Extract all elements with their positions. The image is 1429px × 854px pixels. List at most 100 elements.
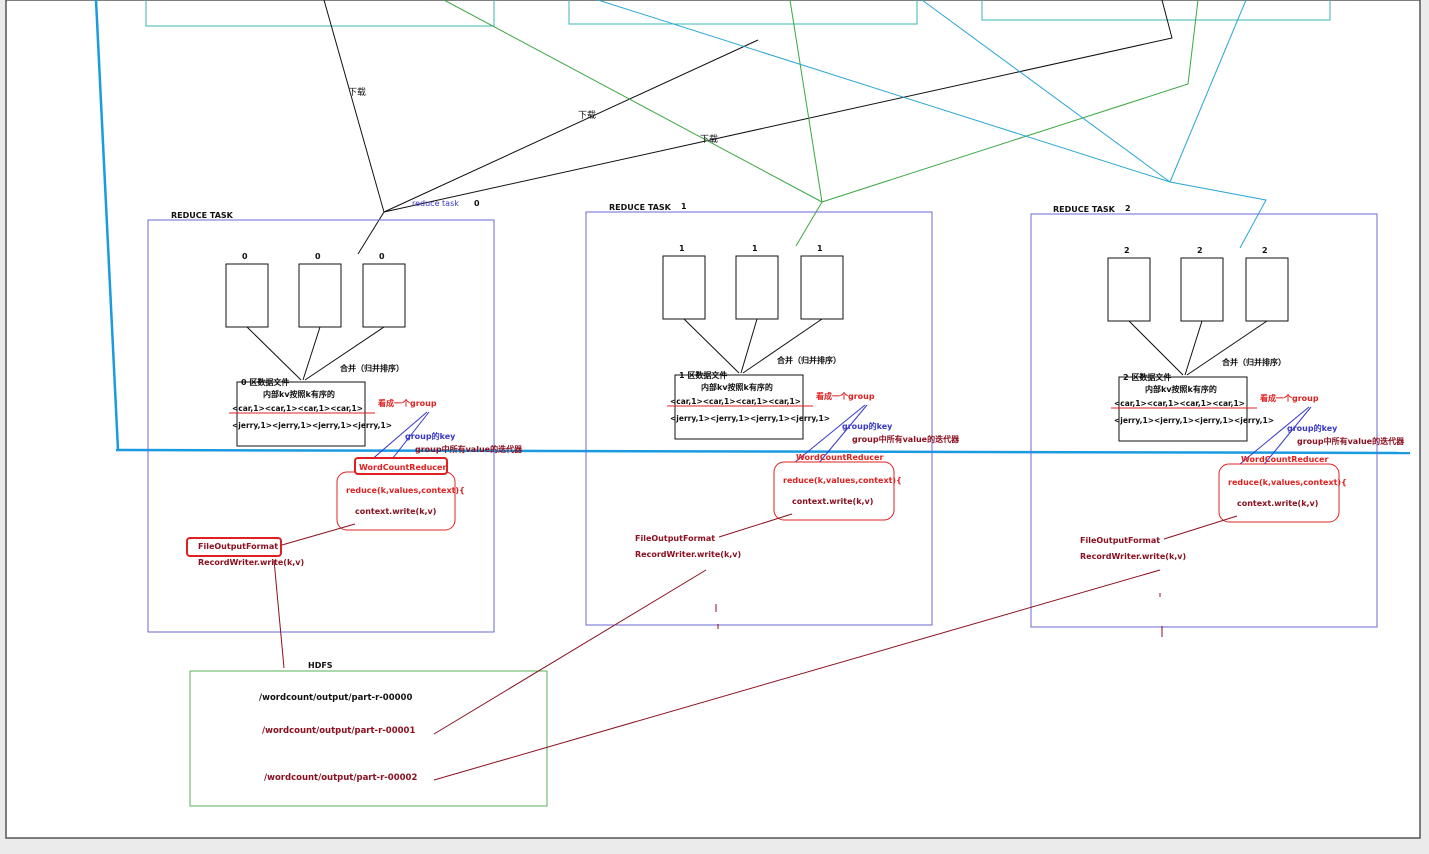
reduce-call-2: reduce(k,values,context){: [1228, 478, 1347, 487]
reduce-task-label: reduce task: [412, 199, 459, 208]
merge-line-0-0: [246, 326, 302, 381]
reducer-box-2: [1218, 463, 1340, 523]
kv-line-jerry-1: <jerry,1><jerry,1><jerry,1><jerry,1>: [670, 414, 830, 423]
map-box-2: [981, 0, 1331, 21]
record-writer-1: RecordWriter.write(k,v): [635, 550, 741, 559]
partition-file-box-0: [236, 381, 366, 447]
reduce-task-number-2: 2: [1125, 204, 1131, 213]
partition-file-header-0: 0 区数据文件: [241, 377, 289, 387]
reducer-box-1: [773, 461, 895, 521]
reduce-call-1: reduce(k,values,context){: [783, 476, 902, 485]
partition-file-box-2: [1118, 376, 1248, 442]
download-lines-cyan: [597, 0, 1267, 249]
reduce-task-box-0: [147, 219, 495, 633]
reduce-task-title-0: REDUCE TASK: [171, 211, 234, 220]
partition-label-2-2: 2: [1262, 246, 1268, 255]
partition-file-sub-2: 内部kv按照k有序的: [1145, 384, 1217, 394]
reduce-call-0: reduce(k,values,context){: [346, 486, 465, 495]
partition-file-sub-0: 内部kv按照k有序的: [263, 389, 335, 399]
reducer-name-0: WordCountReducer: [359, 463, 446, 472]
partition-label-0-0: 0: [242, 252, 248, 261]
merge-line-0-2: [304, 326, 385, 381]
reducer-name-1: WordCountReducer: [796, 453, 883, 462]
partition-file-box-1: [674, 374, 804, 440]
partition-label-0-1: 0: [315, 252, 321, 261]
partition-box-2-0: [1107, 257, 1151, 322]
partition-box-1-0: [662, 255, 706, 320]
write-call-1: context.write(k,v): [792, 497, 873, 506]
output-lines: [273, 559, 1161, 781]
merge-line-1-0: [683, 318, 740, 374]
partition-label-2-0: 2: [1124, 246, 1130, 255]
kv-line-car-1: <car,1><car,1><car,1><car,1>: [670, 397, 801, 406]
partition-box-0-1: [298, 263, 342, 328]
merge-line-0-1: [302, 326, 321, 381]
map-box-0: [145, 0, 495, 27]
partition-box-2-1: [1180, 257, 1224, 322]
download-label-2: 下载: [578, 109, 596, 121]
hdfs-file-0: /wordcount/output/part-r-00000: [259, 693, 412, 703]
partition-label-2-1: 2: [1197, 246, 1203, 255]
iter-note-0: group中所有value的迭代器: [415, 444, 523, 454]
reduce-task-number-1: 1: [681, 202, 687, 211]
merge-label-2: 合并（归并排序）: [1221, 357, 1286, 367]
partition-label-1-1: 1: [752, 244, 758, 253]
write-call-2: context.write(k,v): [1237, 499, 1318, 508]
reduce-task-title-1: REDUCE TASK: [609, 203, 672, 212]
writer-arrow-2: [1163, 515, 1238, 540]
reduce-task-num: 0: [474, 199, 480, 208]
hdfs-label: HDFS: [308, 661, 333, 670]
blue-boundary-horizontal: [115, 448, 1411, 455]
kv-line-car-2: <car,1><car,1><car,1><car,1>: [1114, 399, 1245, 408]
hdfs-file-1: /wordcount/output/part-r-00001: [262, 726, 415, 736]
key-note-2: group的key: [1287, 423, 1338, 433]
reducer-name-2: WordCountReducer: [1241, 455, 1328, 464]
write-call-0: context.write(k,v): [355, 507, 436, 516]
partition-box-2-2: [1245, 257, 1289, 322]
partition-box-1-1: [735, 255, 779, 320]
group-note-1: 看成一个group: [815, 391, 875, 401]
reduce-task-box-1: [585, 211, 933, 626]
merge-label-1: 合并（归并排序）: [776, 355, 841, 365]
merge-line-2-0: [1128, 320, 1184, 376]
partition-label-1-2: 1: [817, 244, 823, 253]
writer-arrow-1: [718, 513, 793, 538]
key-note-0: group的key: [405, 431, 456, 441]
kv-line-car-0: <car,1><car,1><car,1><car,1>: [232, 404, 363, 413]
download-lines-black: [323, 0, 1173, 255]
key-note-1: group的key: [842, 421, 893, 431]
partition-file-header-2: 2 区数据文件: [1123, 372, 1171, 382]
partition-label-0-2: 0: [379, 252, 385, 261]
writer-arrow-0: [281, 523, 356, 546]
reducer-highlight-0: [354, 457, 448, 475]
output-format-1: FileOutputFormat: [635, 534, 715, 543]
partition-box-0-2: [362, 263, 406, 328]
merge-line-1-2: [742, 318, 823, 374]
merge-line-1-1: [740, 318, 758, 374]
merge-label-0: 合并（归并排序）: [339, 363, 404, 373]
output-format-2: FileOutputFormat: [1080, 536, 1160, 545]
iter-note-1: group中所有value的迭代器: [852, 434, 960, 444]
group-note-2: 看成一个group: [1259, 393, 1319, 403]
iter-note-2: group中所有value的迭代器: [1297, 436, 1405, 446]
partition-file-sub-1: 内部kv按照k有序的: [701, 382, 773, 392]
record-writer-0: RecordWriter.write(k,v): [198, 558, 304, 567]
output-format-highlight-0: [186, 537, 282, 557]
output-tails: [715, 593, 1163, 637]
download-label-3: 下载: [700, 133, 718, 145]
reduce-task-title-2: REDUCE TASK: [1053, 205, 1116, 214]
download-lines-green: [443, 0, 1199, 247]
blue-boundary-vertical: [94, 0, 120, 451]
kv-line-jerry-0: <jerry,1><jerry,1><jerry,1><jerry,1>: [232, 421, 392, 430]
hdfs-box: [189, 670, 548, 807]
map-box-1: [568, 0, 918, 25]
partition-box-1-2: [800, 255, 844, 320]
download-label-1: 下载: [348, 86, 366, 98]
kv-line-jerry-2: <jerry,1><jerry,1><jerry,1><jerry,1>: [1114, 416, 1274, 425]
partition-box-0-0: [225, 263, 269, 328]
merge-line-2-1: [1184, 320, 1203, 376]
reduce-task-box-2: [1030, 213, 1378, 628]
